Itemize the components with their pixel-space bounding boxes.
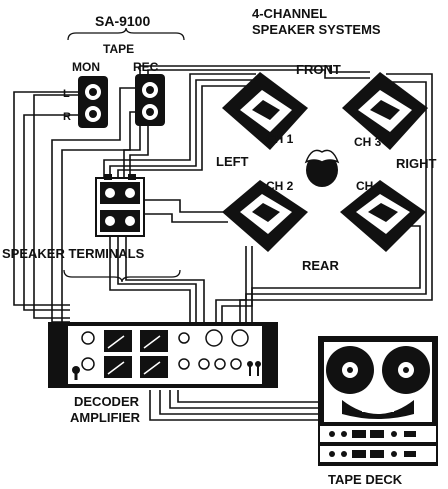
sa9100-brace: [67, 27, 185, 41]
wire-term-front-left-2: [109, 79, 256, 178]
wire-deck-3: [169, 390, 318, 409]
wire-term-rear-left-2: [140, 213, 228, 223]
tape-deck: [318, 336, 438, 466]
speaker-terminal-block[interactable]: [95, 174, 145, 237]
terminal-screw[interactable]: [105, 188, 115, 198]
sa9100-label: SA-9100: [95, 13, 150, 29]
terminal-screw[interactable]: [125, 188, 135, 198]
wire-rear-right-1: [251, 225, 421, 322]
title-line1: 4-CHANNEL: [252, 6, 327, 21]
wire-mon-2: [23, 114, 84, 311]
wire-term-front-left-3: [117, 85, 256, 178]
wire-deck-2: [159, 390, 318, 415]
knob[interactable]: [230, 358, 242, 370]
knob[interactable]: [81, 357, 95, 371]
knob[interactable]: [178, 358, 190, 370]
wire-deck-4: [177, 390, 318, 403]
ch2-label: CH 2: [266, 179, 294, 193]
speaker-front-right: [342, 72, 428, 150]
rear-label: REAR: [302, 258, 339, 273]
ch1-label: CH 1: [266, 132, 294, 146]
ch4-label: CH 4: [356, 179, 384, 193]
knob[interactable]: [214, 358, 226, 370]
tape-deck-label: TAPE DECK: [328, 472, 403, 487]
rec-jack-panel[interactable]: [135, 74, 165, 126]
title-line2: SPEAKER SYSTEMS: [252, 22, 381, 37]
wire-deck-1: [149, 390, 318, 421]
knob[interactable]: [231, 329, 249, 347]
knob[interactable]: [178, 332, 190, 344]
wire-term-rear-left-1: [140, 199, 228, 213]
wire-term-decoder-2: [117, 236, 197, 322]
right-label: RIGHT: [396, 156, 437, 171]
left-label: LEFT: [216, 154, 249, 169]
wire-rear-left-2: [221, 246, 253, 322]
knob[interactable]: [205, 329, 223, 347]
speaker-terminals-label: SPEAKER TERMINALS: [2, 246, 145, 261]
wire-term-decoder-1: [109, 236, 191, 322]
speaker-rear-right: [340, 180, 426, 252]
wire-mon-3: [33, 94, 86, 319]
ch3-label: CH 3: [354, 135, 382, 149]
knob[interactable]: [81, 331, 95, 345]
tape-label: TAPE: [103, 42, 134, 56]
terminals-brace: [63, 269, 181, 283]
wire-right-loop-2: [245, 81, 427, 322]
jack-r-label: R: [63, 111, 71, 123]
listener-head-icon: [304, 149, 340, 187]
wire-mon-1: [13, 91, 84, 306]
front-label: FRONT: [296, 62, 341, 77]
wire-term-front-right-1: [123, 65, 370, 178]
wire-term-decoder-3: [125, 236, 205, 322]
decoder-label-line1: DECODER: [74, 394, 140, 409]
decoder-amplifier: [48, 322, 278, 388]
jack-l-label: L: [63, 88, 70, 100]
wire-right-loop-1: [239, 73, 433, 322]
wire-rear-left-1: [215, 246, 247, 322]
speaker-rear-left: [222, 180, 308, 252]
speaker-front-left: [222, 72, 308, 150]
terminal-screw[interactable]: [105, 216, 115, 226]
wire-term-front-right-2: [129, 69, 370, 178]
terminal-screw[interactable]: [125, 216, 135, 226]
knob[interactable]: [198, 358, 210, 370]
decoder-label-line2: AMPLIFIER: [70, 410, 141, 425]
mon-jack-panel[interactable]: [78, 76, 108, 128]
rec-label: REC: [133, 60, 159, 74]
wire-term-front-left-1: [103, 73, 256, 178]
wiring: [13, 65, 433, 421]
mon-label: MON: [72, 60, 100, 74]
